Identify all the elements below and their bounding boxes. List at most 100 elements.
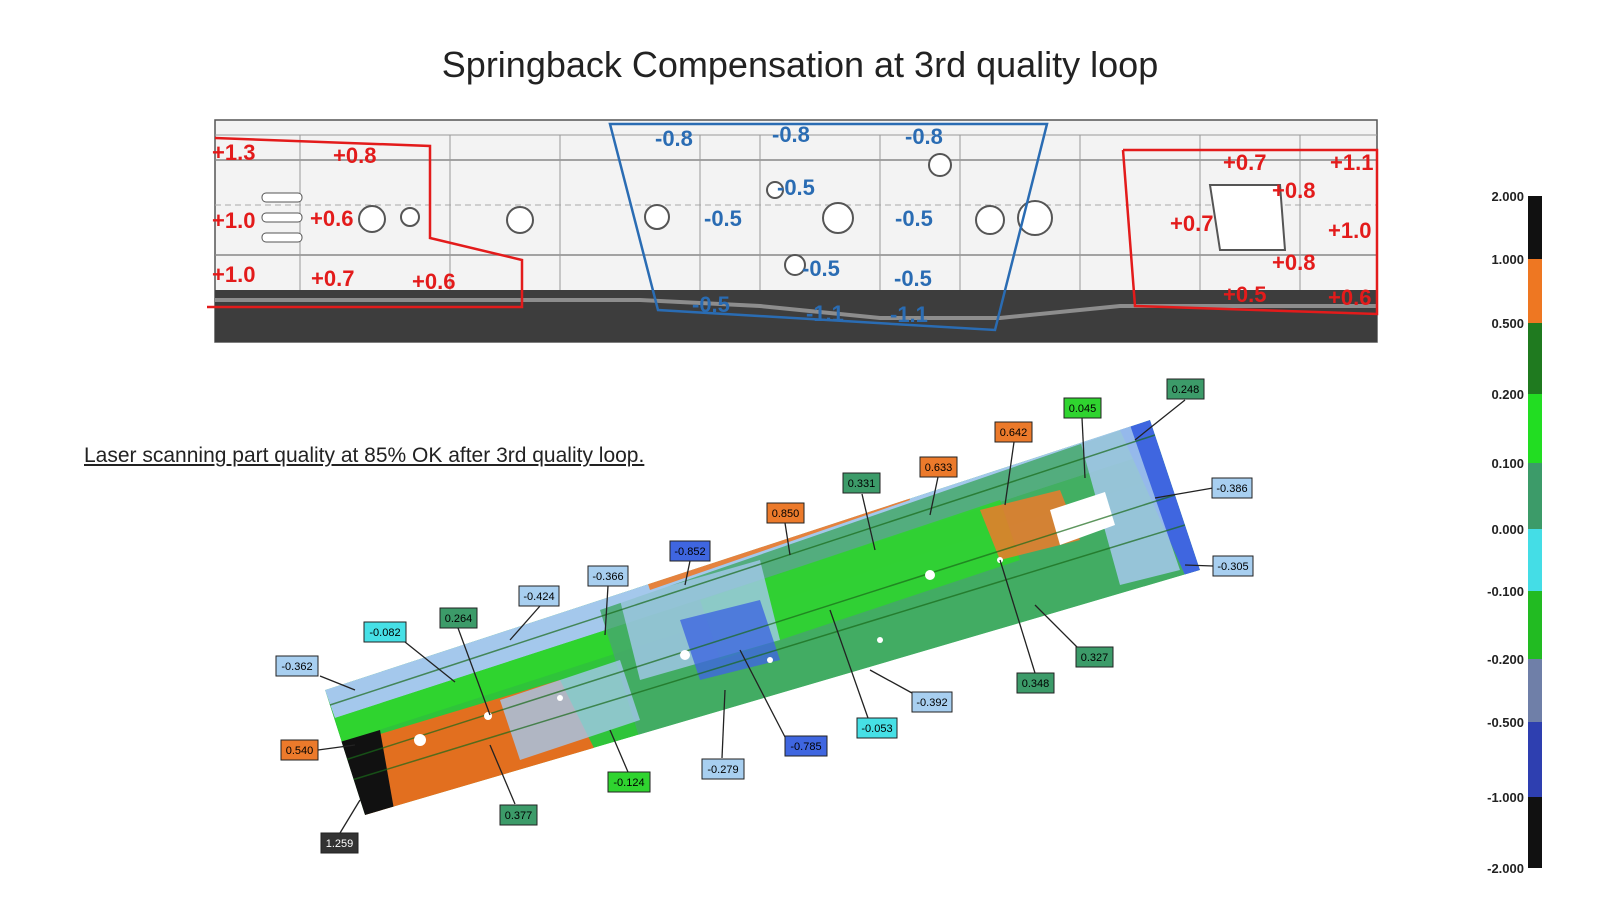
scan-tag: 0.850 [766, 502, 805, 524]
scan-tag: 1.259 [320, 832, 359, 854]
svg-text:-0.424: -0.424 [523, 591, 554, 603]
comp-label: +0.8 [333, 143, 376, 168]
comp-label: +0.8 [1272, 178, 1315, 203]
color-scale-band [1528, 722, 1542, 797]
left-compensation-labels: +1.3 +0.8 +1.0 +0.6 +1.0 +0.7 +0.6 [212, 140, 455, 294]
comp-label: -0.5 [692, 292, 730, 317]
color-scale-band [1528, 196, 1542, 259]
scan-tag: -0.366 [587, 565, 629, 587]
comp-label: -0.8 [772, 122, 810, 147]
tag-leader-lines [317, 399, 1214, 834]
scan-tag: 0.348 [1016, 672, 1055, 694]
scan-tag: -0.082 [363, 621, 407, 643]
scan-tag: -0.785 [784, 735, 828, 757]
comp-label: +0.7 [1223, 150, 1266, 175]
scan-tag: 0.642 [994, 421, 1033, 443]
svg-text:-0.386: -0.386 [1216, 483, 1247, 495]
svg-text:-0.852: -0.852 [674, 546, 705, 558]
scan-tag: -0.392 [911, 691, 953, 713]
svg-text:0.248: 0.248 [1172, 384, 1200, 396]
comp-label: -0.5 [704, 206, 742, 231]
comp-label: +0.8 [1272, 250, 1315, 275]
svg-text:1.259: 1.259 [326, 838, 354, 850]
scan-tag: -0.362 [275, 655, 319, 677]
color-scale-tick-label: 0.000 [1491, 522, 1524, 537]
svg-text:0.540: 0.540 [286, 745, 314, 757]
scan-tag: -0.279 [701, 758, 745, 780]
color-scale-tick-label: 0.500 [1491, 316, 1524, 331]
left-compensation-region [207, 136, 524, 309]
part-cutout [1208, 184, 1287, 251]
scan-tag: -0.852 [669, 540, 711, 562]
comp-label: -0.8 [905, 124, 943, 149]
right-compensation-labels: +0.7 +1.1 +0.8 +0.7 +1.0 +0.8 +0.5 +0.6 [1170, 150, 1373, 310]
svg-text:-0.305: -0.305 [1217, 561, 1248, 573]
color-scale-tick-label: -2.000 [1487, 861, 1524, 876]
svg-text:-0.366: -0.366 [592, 571, 623, 583]
svg-text:0.850: 0.850 [772, 508, 800, 520]
color-scale-band [1528, 394, 1542, 463]
part-flange-shadow [215, 290, 1377, 342]
scan-tag: 0.540 [280, 739, 319, 761]
svg-text:-0.053: -0.053 [861, 723, 892, 735]
comp-label: +0.6 [310, 206, 353, 231]
comp-label: -1.1 [806, 301, 844, 326]
scan-tag: -0.424 [518, 585, 560, 607]
color-scale-band [1528, 529, 1542, 591]
color-scale-tick-label: -0.500 [1487, 715, 1524, 730]
page-title: Springback Compensation at 3rd quality l… [441, 44, 1159, 85]
comp-label: +0.7 [1170, 211, 1213, 236]
color-scale-tick-label: 0.200 [1491, 387, 1524, 402]
svg-text:-0.362: -0.362 [281, 661, 312, 673]
scan-tag: -0.386 [1211, 477, 1253, 499]
svg-text:-0.082: -0.082 [369, 627, 400, 639]
color-scale-band [1528, 591, 1542, 659]
comp-label: +1.3 [212, 140, 255, 165]
scan-tag: 0.264 [439, 607, 478, 629]
color-scale-legend: 2.0001.0000.5000.2000.1000.000-0.100-0.2… [1487, 189, 1542, 876]
comp-label: +1.0 [212, 208, 255, 233]
color-scale-tick-label: 2.000 [1491, 189, 1524, 204]
color-scale-tick-label: -1.000 [1487, 790, 1524, 805]
comp-label: +1.1 [1330, 150, 1373, 175]
comp-label: -0.5 [895, 206, 933, 231]
comp-label: -0.8 [655, 126, 693, 151]
svg-text:-0.392: -0.392 [916, 697, 947, 709]
svg-text:0.377: 0.377 [505, 810, 533, 822]
color-scale-tick-label: 0.100 [1491, 456, 1524, 471]
comp-label: +1.0 [212, 262, 255, 287]
right-compensation-region [1121, 148, 1379, 316]
scan-tag: -0.053 [856, 717, 898, 739]
scan-tag: -0.305 [1212, 555, 1254, 577]
scan-tag: 0.327 [1075, 646, 1114, 668]
scan-tag: 0.045 [1063, 397, 1102, 419]
cad-part-drawing [214, 119, 1378, 343]
svg-text:0.348: 0.348 [1022, 678, 1050, 690]
svg-text:-0.279: -0.279 [707, 764, 738, 776]
comp-label: -0.5 [894, 266, 932, 291]
color-scale-band [1528, 259, 1542, 323]
svg-text:0.264: 0.264 [445, 613, 473, 625]
middle-compensation-region [608, 122, 1049, 332]
svg-text:0.327: 0.327 [1081, 652, 1109, 664]
color-scale-band [1528, 659, 1542, 722]
scan-tag: 0.331 [842, 472, 881, 494]
svg-text:0.633: 0.633 [925, 462, 953, 474]
svg-text:0.331: 0.331 [848, 478, 876, 490]
comp-label: +0.5 [1223, 282, 1266, 307]
scan-deviation-tags: 0.248 0.045 0.642 0.633 0.331 -0.386 0.8… [275, 378, 1254, 854]
middle-compensation-labels: -0.8 -0.8 -0.8 -0.5 -0.5 -0.5 -0.5 -0.5 … [655, 122, 943, 327]
comp-label: +0.6 [412, 269, 455, 294]
laser-scan-part [325, 420, 1200, 815]
scan-tag: 0.633 [919, 456, 958, 478]
svg-text:-0.124: -0.124 [613, 777, 644, 789]
color-scale-tick-label: -0.100 [1487, 584, 1524, 599]
scan-tag: 0.377 [499, 804, 538, 826]
color-scale-band [1528, 323, 1542, 394]
scan-tag: -0.124 [607, 771, 651, 793]
comp-label: -0.5 [777, 175, 815, 200]
comp-label: +0.7 [311, 266, 354, 291]
svg-text:0.045: 0.045 [1069, 403, 1097, 415]
scan-tag: 0.248 [1166, 378, 1205, 400]
comp-label: -1.1 [890, 302, 928, 327]
